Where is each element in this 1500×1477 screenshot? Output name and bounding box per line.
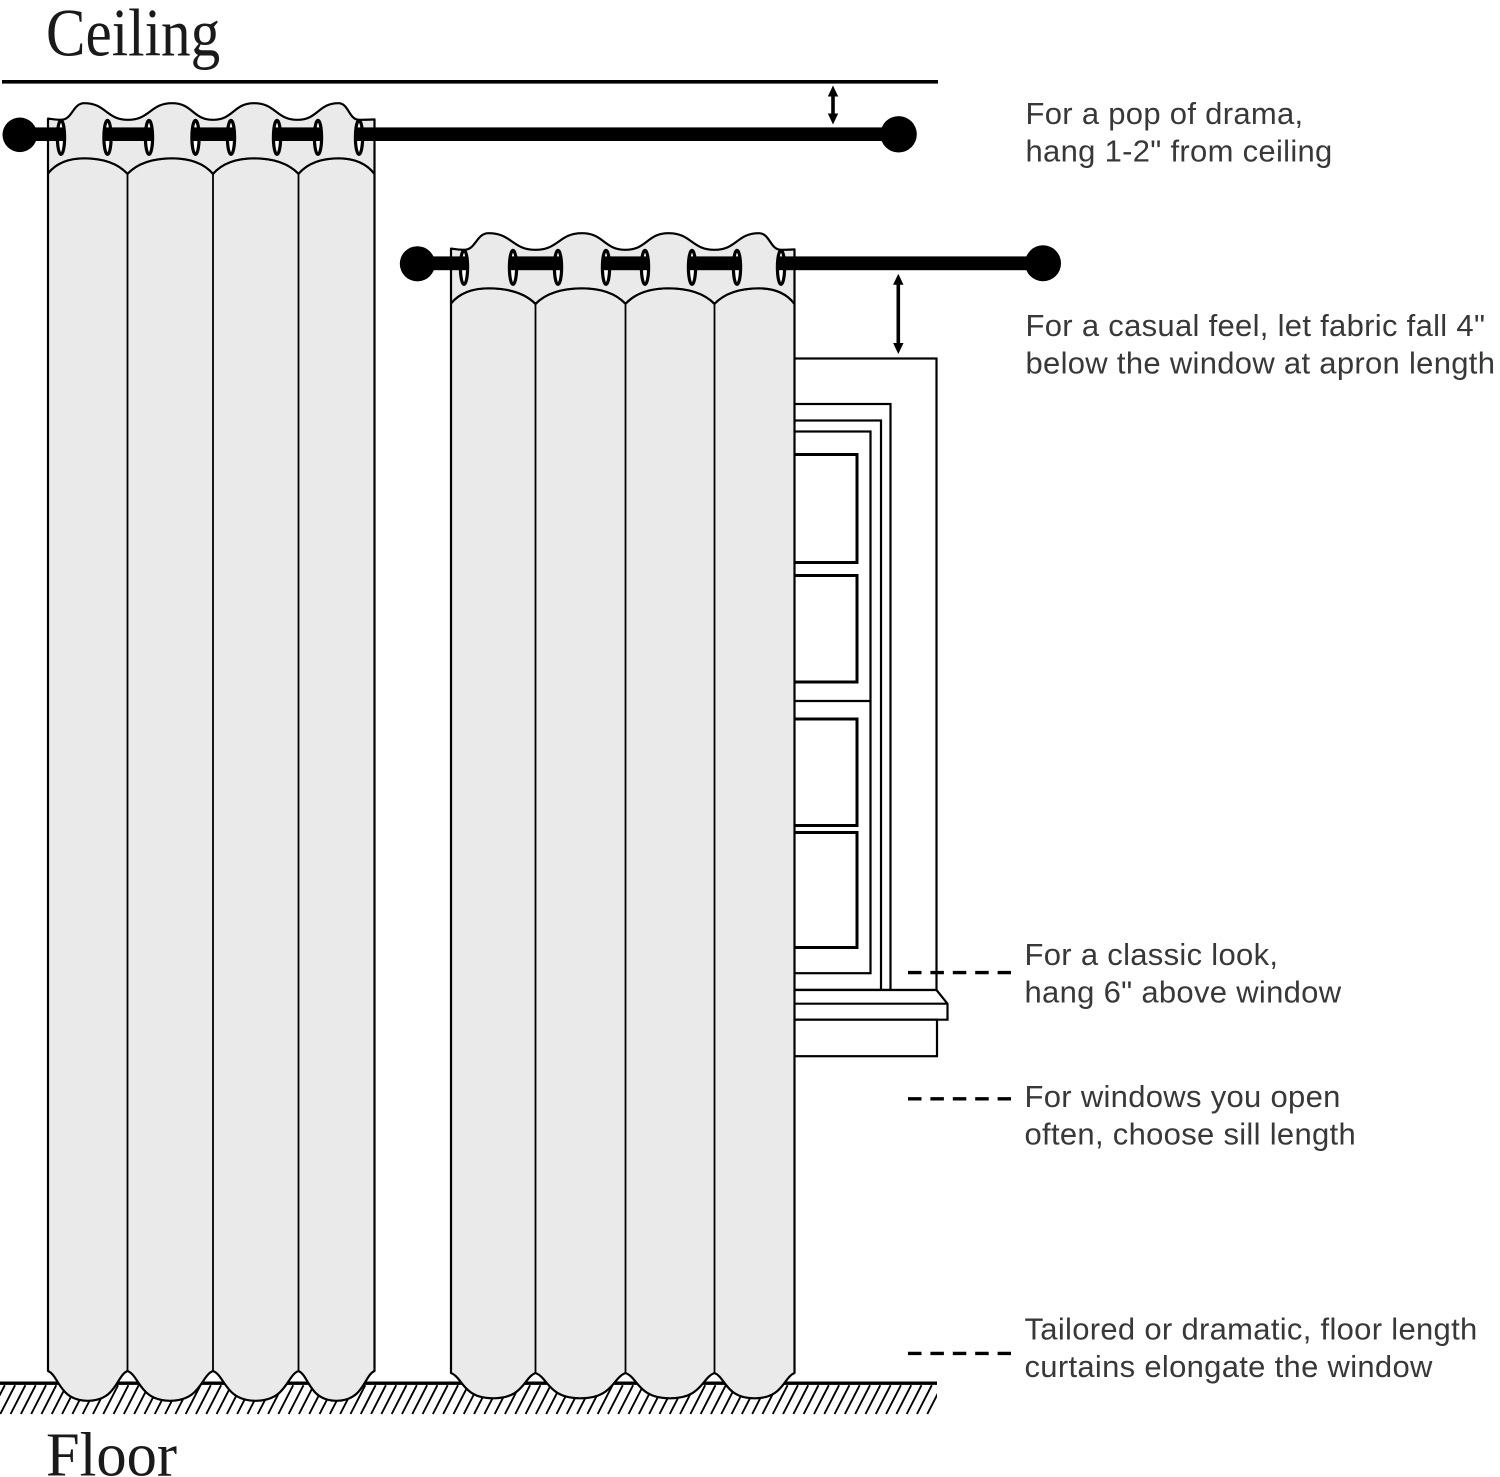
svg-text:Tailored or dramatic, floor le: Tailored or dramatic, floor lengthcurtai… (1025, 1312, 1478, 1384)
svg-text:For a classic look,hang 6" abo: For a classic look,hang 6" above window (1025, 937, 1342, 1009)
svg-text:For a pop of drama,hang 1-2" f: For a pop of drama,hang 1-2" from ceilin… (1026, 96, 1333, 168)
svg-text:For a casual feel, let fabric: For a casual feel, let fabric fall 4"bel… (1026, 308, 1496, 380)
svg-text:Floor: Floor (46, 1420, 177, 1477)
svg-text:Ceiling: Ceiling (46, 0, 220, 70)
